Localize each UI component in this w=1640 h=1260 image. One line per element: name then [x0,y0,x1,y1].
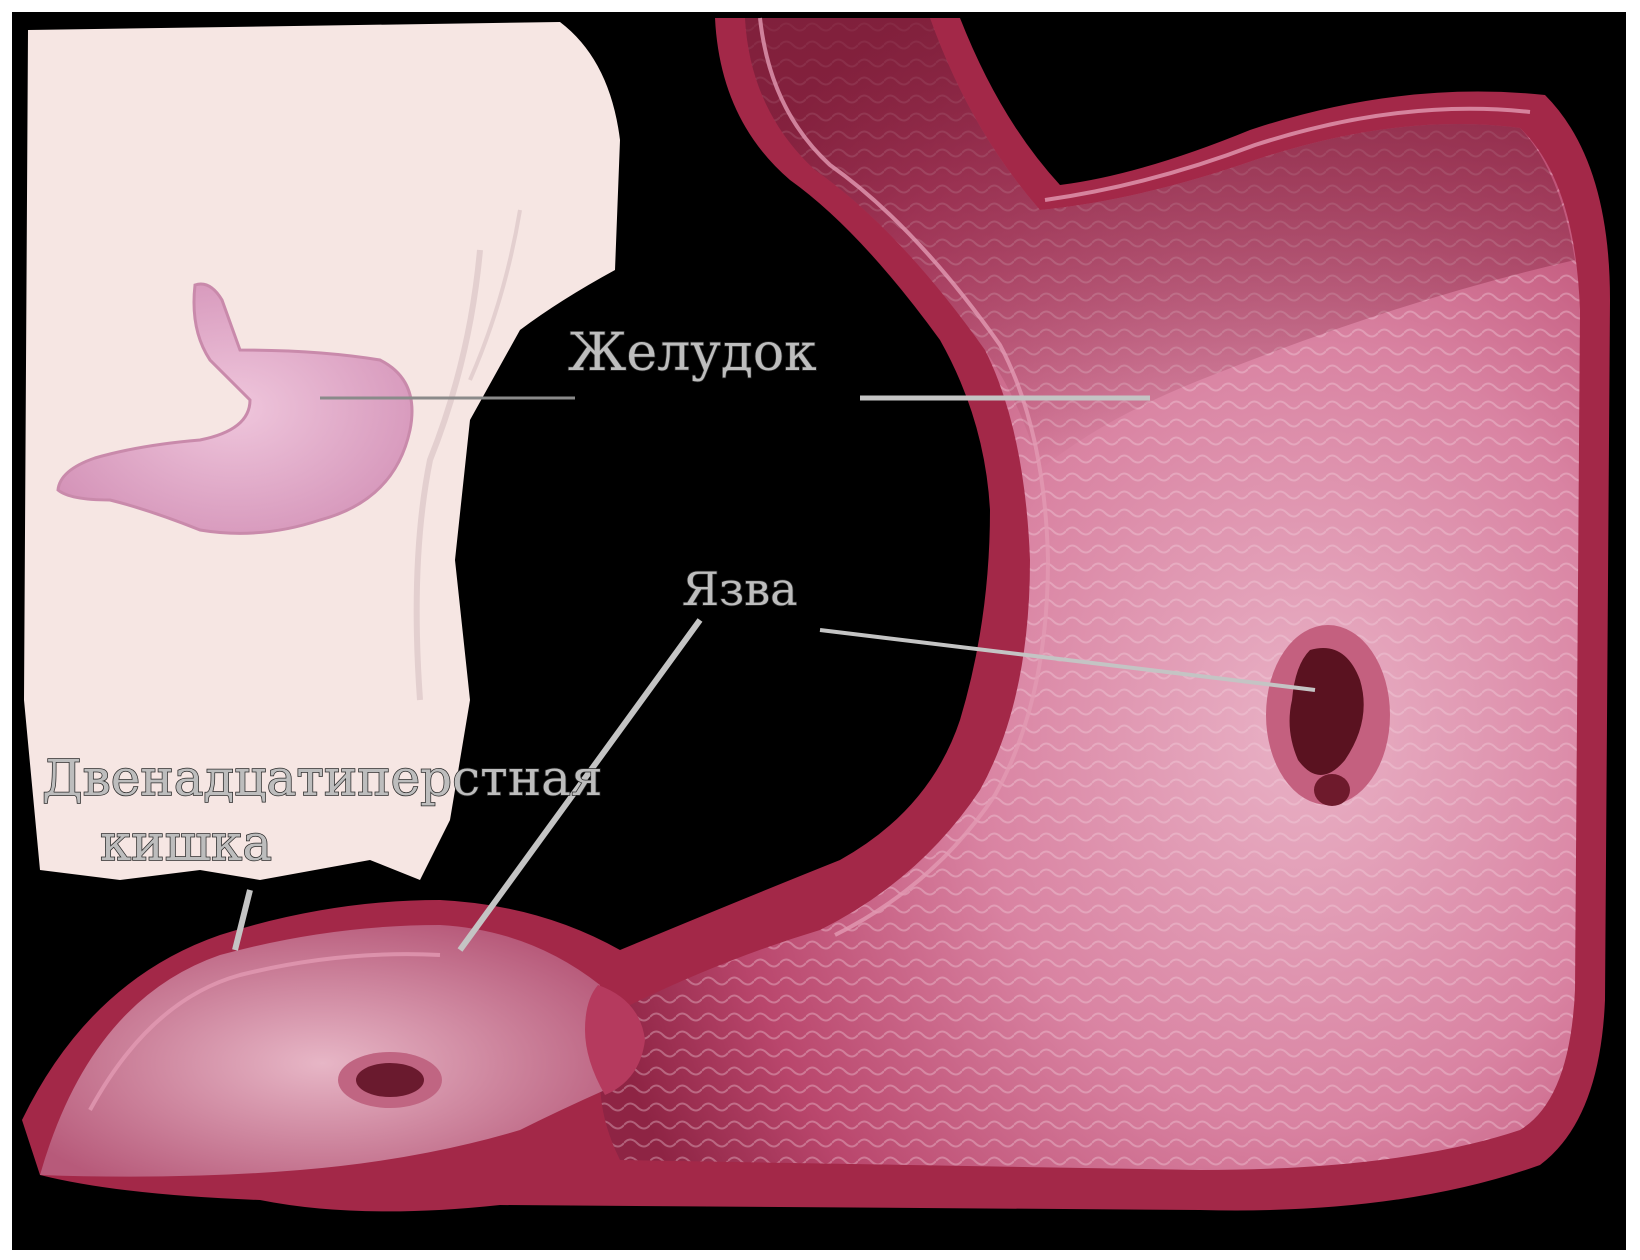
label-duodenum-line2: кишка [100,814,272,872]
duodenal-ulcer [338,1052,442,1108]
label-duodenum-line1: Двенадцатиперстная [42,749,603,807]
stomach-ulcer [1266,625,1390,806]
label-ulcer: Язва [682,562,798,616]
label-stomach: Желудок [568,323,817,383]
